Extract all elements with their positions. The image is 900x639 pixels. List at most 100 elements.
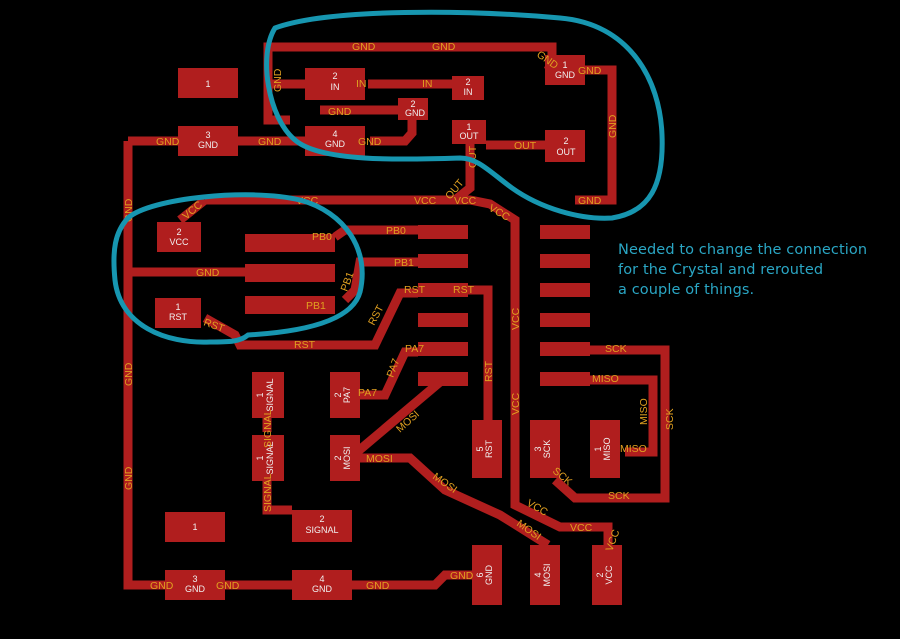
pad-rst-1-net: RST — [169, 312, 188, 322]
pad-gnd-3 — [178, 126, 238, 156]
net-label: OUT — [514, 140, 537, 152]
pad-gnd-2small-num: 2 — [410, 99, 415, 109]
pad-top-1-label: 1 — [205, 79, 210, 89]
pad-bot-1 — [165, 512, 225, 542]
trace-gnd-loop-inner — [263, 95, 290, 125]
net-label: GND — [432, 41, 456, 53]
pad-mosi-2 — [330, 435, 360, 481]
net-label: VCC — [570, 522, 593, 534]
pad-vcc-2-num: 2 — [176, 227, 181, 237]
mcu-pin-l6 — [418, 372, 468, 386]
net-label: PA7 — [405, 343, 424, 355]
net-label: GND — [578, 65, 602, 77]
pad-miso-1-num: 1 — [593, 446, 603, 451]
pad-in-2b-net: IN — [464, 87, 473, 97]
net-label: GND — [196, 267, 220, 279]
pad-sig-1b — [252, 435, 284, 481]
mcu-pin-l5 — [418, 342, 468, 356]
pad-gnd-3b-net: GND — [185, 584, 206, 594]
net-label: GND — [450, 570, 474, 582]
net-label: PB0 — [386, 225, 406, 237]
annotation-line: Needed to change the connection — [618, 242, 868, 258]
pad-gnd-4b-net: GND — [312, 584, 333, 594]
pad-gnd-1top-num: 1 — [562, 60, 567, 70]
pad-gnd-3b — [165, 570, 225, 600]
pad-mosi-2-num: 2 — [333, 455, 343, 460]
mcu-pin-l3 — [418, 283, 468, 297]
net-label: SIGNAL — [262, 473, 274, 512]
pad-sig-1a — [252, 372, 284, 418]
pad-gnd-3-num: 3 — [205, 130, 210, 140]
pad-sig-1b-net: SIGNAL — [265, 441, 275, 474]
net-label: PB1 — [306, 300, 326, 312]
net-label: GND — [607, 114, 619, 138]
pad-sig-1b-num: 1 — [255, 455, 265, 460]
pad-top-1 — [178, 68, 238, 98]
highlight-loop-crystal — [111, 192, 365, 345]
pad-out-1 — [452, 120, 486, 144]
pad-mosi-2-net: MOSI — [342, 446, 352, 469]
mcu-pin-r6 — [540, 372, 590, 386]
trace-sck — [551, 345, 670, 503]
pad-out-1-net: OUT — [460, 131, 480, 141]
mcu-pin-r4 — [540, 313, 590, 327]
pad-sig-1a-net: SIGNAL — [265, 378, 275, 411]
trace-rst — [202, 288, 418, 350]
pad-vcc-2 — [157, 222, 201, 252]
net-label: SCK — [605, 343, 627, 355]
annotation-line: a couple of things. — [618, 282, 755, 298]
annotation-line: for the Crystal and rerouted — [618, 262, 824, 278]
crystal-pad-pb0 — [245, 234, 335, 252]
pad-gnd-6 — [472, 545, 502, 605]
net-label: PA7 — [358, 387, 377, 399]
net-label: MISO — [620, 443, 647, 455]
pad-miso-1-net: MISO — [602, 437, 612, 460]
annotation-note: Needed to change the connection for the … — [618, 240, 893, 300]
net-label: IN — [356, 78, 367, 90]
pad-gnd-4b — [292, 570, 352, 600]
net-label: VCC — [414, 195, 437, 207]
pad-out-1-num: 1 — [466, 122, 471, 132]
net-label: RST — [453, 284, 475, 296]
net-label: GND — [272, 68, 284, 92]
net-label: MISO — [638, 398, 650, 425]
pad-sig-2 — [292, 510, 352, 542]
pad-rst-1-num: 1 — [175, 302, 180, 312]
pad-pa7-2-num: 2 — [333, 392, 343, 397]
pad-in-2b-num: 2 — [465, 77, 470, 87]
trace-gnd-spine — [123, 141, 168, 590]
crystal-pad-pb1 — [245, 296, 335, 314]
net-label: GND — [352, 41, 376, 53]
pads: 1 2 IN 2 IN 1 GND 3 GND 4 GND 2 GND 1 OU… — [155, 55, 622, 605]
pad-vcc-2b-num: 2 — [595, 572, 605, 577]
net-label: GND — [156, 136, 180, 148]
net-label: IN — [422, 78, 433, 90]
trace-gnd-small-2 — [370, 117, 417, 146]
pad-gnd-3-net: GND — [198, 140, 219, 150]
trace-signal — [262, 470, 292, 515]
traces — [123, 42, 670, 590]
pad-gnd-6-num: 6 — [475, 572, 485, 577]
pad-bot-1-label: 1 — [192, 522, 197, 532]
pad-sig-1a-num: 1 — [255, 392, 265, 397]
net-label: GND — [358, 136, 382, 148]
highlight-loop-regulator — [264, 9, 665, 221]
pad-mosi-4-net: MOSI — [542, 563, 552, 586]
pad-in-2 — [305, 68, 365, 100]
mcu-pin-r1 — [540, 225, 590, 239]
trace-vcc-top — [205, 195, 613, 545]
mcu-pin-r5 — [540, 342, 590, 356]
pad-out-2 — [545, 130, 585, 162]
net-label: VCC — [510, 307, 522, 330]
net-labels: GND GND GND GND GND IN IN GND GND GND OU… — [123, 41, 676, 592]
net-label: MOSI — [366, 453, 393, 465]
trace-gnd-right-loop — [575, 65, 617, 205]
mcu-pin-l1 — [418, 225, 468, 239]
trace-vcc-left — [177, 196, 208, 224]
net-label: GND — [123, 466, 135, 490]
pad-vcc-2-net: VCC — [169, 237, 189, 247]
net-label: GND — [258, 136, 282, 148]
pad-miso-1 — [590, 420, 620, 478]
trace-mosi — [350, 453, 551, 549]
